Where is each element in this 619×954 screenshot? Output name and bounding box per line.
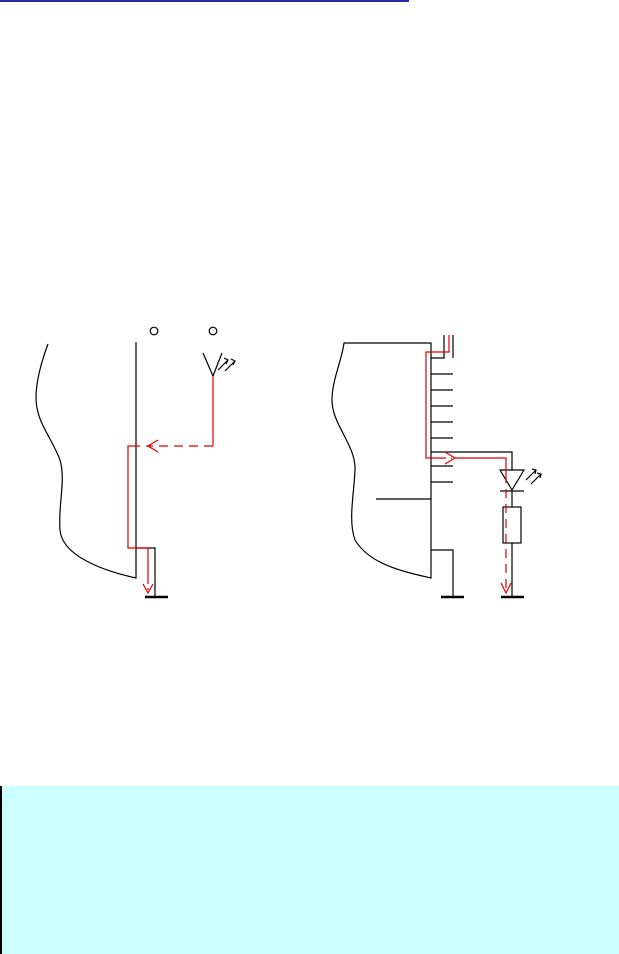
left-terminal-icon-b (208, 326, 218, 336)
info-panel (0, 786, 619, 954)
left-current-arrowhead (146, 439, 159, 453)
left-led-icon (202, 352, 236, 378)
right-chip-outline (331, 342, 432, 579)
right-chip-ground-lead (431, 549, 454, 596)
left-current-down-arrowhead (142, 583, 154, 595)
right-output-lead (431, 451, 513, 470)
right-current-arrowhead-h (444, 451, 457, 465)
left-current-return-path (127, 445, 149, 578)
right-chip-pins (431, 373, 453, 483)
right-current-path-out (455, 457, 507, 474)
right-current-path-in (425, 335, 450, 459)
left-chip-outline (35, 342, 137, 579)
left-circuit (35, 326, 236, 599)
left-terminal-icon-a (149, 326, 159, 336)
top-link-underline (0, 0, 409, 2)
right-supply-lead (431, 335, 454, 359)
right-current-arrowhead-v (500, 582, 512, 595)
right-circuit (331, 335, 542, 599)
